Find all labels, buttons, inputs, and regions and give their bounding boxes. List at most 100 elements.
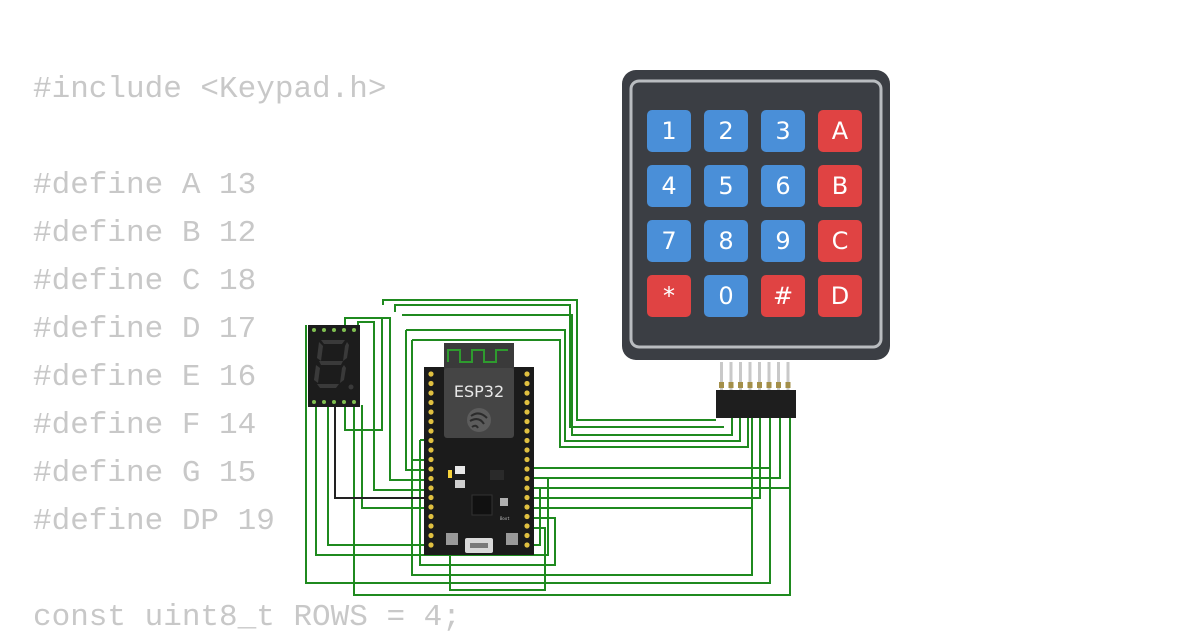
code-line: #define G 15 bbox=[33, 456, 257, 491]
segment-pin[interactable] bbox=[342, 400, 346, 404]
header-pin-left[interactable] bbox=[428, 523, 434, 529]
esp32-antenna bbox=[444, 343, 514, 371]
keypad-key-cap bbox=[704, 220, 748, 262]
keypad-key[interactable]: 4 bbox=[647, 165, 691, 207]
header-pin-left[interactable] bbox=[428, 409, 434, 415]
keypad-key[interactable]: C bbox=[818, 220, 862, 262]
keypad-key[interactable]: 5 bbox=[704, 165, 748, 207]
segment-pin[interactable] bbox=[322, 400, 326, 404]
keypad-key[interactable]: 3 bbox=[761, 110, 805, 152]
keypad-key-label: 0 bbox=[718, 282, 733, 310]
header-pin-left[interactable] bbox=[428, 380, 434, 387]
segment-pin[interactable] bbox=[332, 400, 336, 404]
esp32-module-shield bbox=[444, 368, 514, 438]
connector-pin bbox=[786, 362, 790, 390]
connector-pin bbox=[748, 362, 752, 390]
header-pin-left[interactable] bbox=[428, 485, 434, 491]
keypad-key[interactable]: # bbox=[761, 275, 805, 317]
header-pin-left[interactable] bbox=[428, 428, 434, 434]
header-pin-left[interactable] bbox=[428, 494, 434, 501]
keypad-key[interactable]: B bbox=[818, 165, 862, 207]
header-pin-right[interactable] bbox=[524, 371, 530, 377]
en-button[interactable] bbox=[446, 533, 458, 545]
segment-pin[interactable] bbox=[322, 328, 326, 332]
keypad-key-cap bbox=[818, 165, 862, 207]
seven-segment-digit bbox=[314, 340, 354, 390]
header-pin-left[interactable] bbox=[428, 390, 434, 396]
header-pin-right[interactable] bbox=[524, 428, 530, 434]
keypad-key-cap bbox=[704, 110, 748, 152]
boot-label: Boot bbox=[500, 516, 510, 521]
keypad-key-cap bbox=[647, 275, 691, 317]
keypad-key[interactable]: * bbox=[647, 275, 691, 317]
segment-pin[interactable] bbox=[332, 328, 336, 332]
keypad-key-label: # bbox=[773, 282, 793, 310]
header-pin-left[interactable] bbox=[428, 371, 434, 377]
code-line: #define F 14 bbox=[33, 408, 257, 443]
header-pin-right[interactable] bbox=[524, 532, 530, 539]
seven-segment-display[interactable] bbox=[308, 325, 360, 407]
smd-part bbox=[455, 480, 465, 488]
keypad-key[interactable]: 8 bbox=[704, 220, 748, 262]
header-pin-left[interactable] bbox=[428, 542, 434, 548]
keypad-key-cap bbox=[761, 165, 805, 207]
header-pin-right[interactable] bbox=[524, 409, 530, 415]
header-pin-right[interactable] bbox=[524, 418, 530, 425]
header-pin-right[interactable] bbox=[524, 399, 530, 406]
header-pin-left[interactable] bbox=[428, 475, 434, 482]
header-pin-left[interactable] bbox=[428, 513, 434, 520]
keypad-key[interactable]: D bbox=[818, 275, 862, 317]
keypad-key-cap bbox=[647, 165, 691, 207]
header-pin-right[interactable] bbox=[524, 485, 530, 491]
header-pin-left[interactable] bbox=[428, 447, 434, 453]
header-pin-right[interactable] bbox=[524, 542, 530, 548]
header-pin-right[interactable] bbox=[524, 523, 530, 529]
wires bbox=[305, 299, 791, 596]
keypad-key[interactable]: 1 bbox=[647, 110, 691, 152]
connector-pin bbox=[767, 362, 771, 390]
header-pin-left[interactable] bbox=[428, 437, 434, 444]
header-pin-right[interactable] bbox=[524, 494, 530, 501]
code-line: const uint8_t ROWS = 4; bbox=[33, 600, 461, 635]
header-pin-right[interactable] bbox=[524, 513, 530, 520]
header-pin-right[interactable] bbox=[524, 447, 530, 453]
keypad-key-label: 5 bbox=[718, 172, 733, 200]
boot-button[interactable] bbox=[500, 498, 508, 506]
segment-pin[interactable] bbox=[352, 400, 356, 404]
boot-side-button[interactable] bbox=[506, 533, 518, 545]
keypad-bezel bbox=[629, 79, 883, 349]
keypad-key-label: 6 bbox=[775, 172, 790, 200]
keypad-key[interactable]: 9 bbox=[761, 220, 805, 262]
header-pin-right[interactable] bbox=[524, 380, 530, 387]
keypad-key-cap bbox=[704, 275, 748, 317]
header-pin-right[interactable] bbox=[524, 466, 530, 472]
segment-pin[interactable] bbox=[352, 328, 356, 332]
segment-pin[interactable] bbox=[312, 400, 316, 404]
keypad-key-label: 3 bbox=[775, 117, 790, 145]
keypad-key[interactable]: 2 bbox=[704, 110, 748, 152]
segment-pin[interactable] bbox=[342, 328, 346, 332]
segment-pin[interactable] bbox=[312, 328, 316, 332]
keypad-key-label: 8 bbox=[718, 227, 733, 255]
connector-pin-tip bbox=[785, 382, 791, 388]
header-pin-left[interactable] bbox=[428, 466, 434, 472]
header-pin-right[interactable] bbox=[524, 456, 530, 463]
header-pin-right[interactable] bbox=[524, 437, 530, 444]
header-pin-left[interactable] bbox=[428, 532, 434, 539]
keypad-key[interactable]: 7 bbox=[647, 220, 691, 262]
header-pin-left[interactable] bbox=[428, 456, 434, 463]
connector-pin bbox=[729, 362, 733, 390]
header-pin-right[interactable] bbox=[524, 390, 530, 396]
header-pin-right[interactable] bbox=[524, 475, 530, 482]
header-pin-left[interactable] bbox=[428, 399, 434, 406]
keypad-key[interactable]: 6 bbox=[761, 165, 805, 207]
keypad-key[interactable]: 0 bbox=[704, 275, 748, 317]
header-pin-left[interactable] bbox=[428, 504, 434, 510]
esp32-devkit[interactable]: ESP32 Boot bbox=[424, 343, 534, 555]
header-pin-right[interactable] bbox=[524, 504, 530, 510]
header-pin-left[interactable] bbox=[428, 418, 434, 425]
keypad-key[interactable]: A bbox=[818, 110, 862, 152]
connector-pin-tip bbox=[776, 382, 781, 388]
